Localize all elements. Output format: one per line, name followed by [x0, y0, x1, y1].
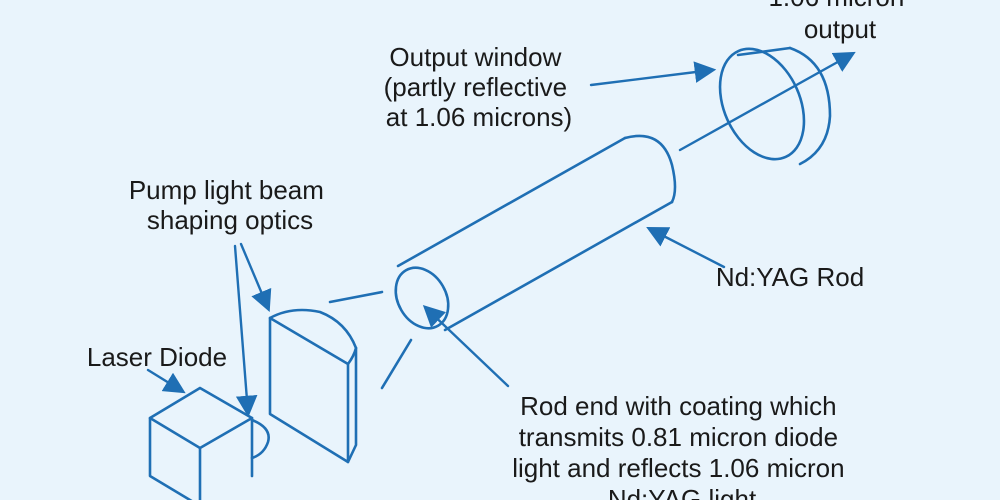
laser-diode-label: Laser Diode	[87, 342, 227, 372]
output-label-line-2: output	[804, 14, 877, 44]
output-beam-arrow	[678, 51, 856, 152]
output-window-label-line-1: Output window	[389, 42, 561, 72]
rod-end-label-line-3: light and reflects 1.06 micron	[512, 453, 844, 483]
laser-diode-pointer	[146, 368, 186, 394]
ndyag-rod	[394, 134, 677, 332]
pump-optics-label: Pump light beam shaping optics	[129, 175, 331, 235]
output-window-label-line-3: at 1.06 microns)	[386, 102, 572, 132]
rod-end-label: Rod end with coating which transmits 0.8…	[512, 391, 852, 500]
pump-beam-rays	[328, 290, 413, 390]
output-label: 1.06 micron output	[768, 0, 911, 44]
rod-pointer	[646, 227, 726, 269]
beam-shaping-lens	[268, 308, 358, 464]
output-window-pointer	[589, 61, 717, 87]
output-window-label: Output window (partly reflective at 1.06…	[384, 42, 575, 132]
rod-label: Nd:YAG Rod	[716, 262, 864, 292]
rod-end-pointer	[422, 305, 510, 388]
rod-end-label-line-2: transmits 0.81 micron diode	[519, 422, 838, 452]
rod-end-label-line-1: Rod end with coating which	[520, 391, 837, 421]
laser-diode-label-line-1: Laser Diode	[87, 342, 227, 372]
pump-optics-label-line-2: shaping optics	[147, 205, 313, 235]
output-window-disc	[718, 46, 832, 166]
laser-diode-cube	[148, 386, 270, 500]
pump-optics-pointer-left	[233, 244, 258, 418]
pump-optics-pointer-right	[239, 242, 272, 312]
output-window-label-line-2: (partly reflective	[384, 72, 568, 102]
output-label-line-1: 1.06 micron	[768, 0, 904, 12]
rod-label-line-1: Nd:YAG Rod	[716, 262, 864, 292]
rod-end-label-line-4: Nd:YAG light	[608, 484, 757, 500]
pump-optics-label-line-1: Pump light beam	[129, 175, 324, 205]
